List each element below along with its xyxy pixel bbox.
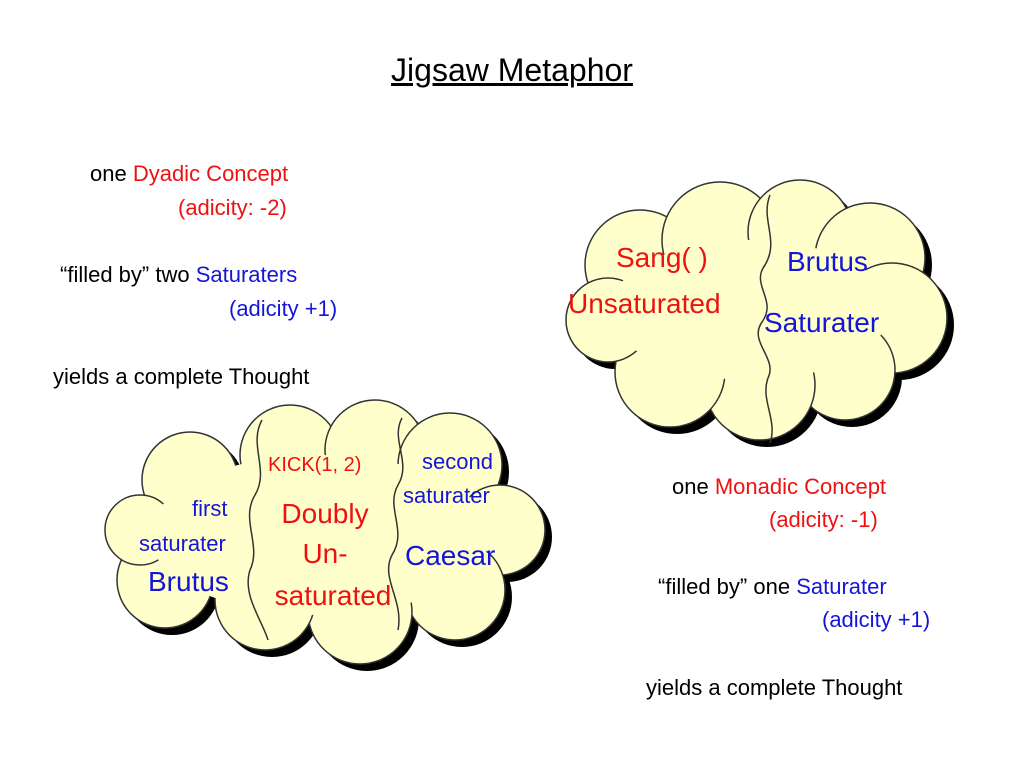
monadic-filled-prefix: “filled by” one xyxy=(658,574,797,599)
dyadic-adicity: (adicity: -2) xyxy=(178,195,287,220)
monadic-adicity: (adicity: -1) xyxy=(769,507,878,532)
monadic-line-3: “filled by” one Saturater xyxy=(658,576,887,598)
dyadic-saturater-adicity: (adicity +1) xyxy=(229,296,338,321)
dyadic-first-saturater-name: Brutus xyxy=(148,566,229,597)
monadic-cloud xyxy=(565,179,954,447)
monadic-saturater-term: Saturater xyxy=(796,574,887,599)
dyadic-right-seam xyxy=(387,417,404,631)
dyadic-line-1: one Dyadic Concept xyxy=(90,163,288,185)
dyadic-first-label: first xyxy=(192,496,228,521)
dyadic-un-label: Un- xyxy=(302,538,348,569)
monadic-line-1: one Monadic Concept xyxy=(672,476,886,498)
monadic-cloud-center-fill xyxy=(610,240,890,380)
dyadic-left-seam xyxy=(247,419,269,641)
dyadic-cloud-center-fill xyxy=(150,455,490,615)
page-title: Jigsaw Metaphor xyxy=(391,52,633,88)
monadic-saturater-label: Saturater xyxy=(764,307,880,338)
monadic-saturater-name: Brutus xyxy=(787,246,868,277)
monadic-concept-label: Sang( ) xyxy=(616,242,708,273)
dyadic-line1-prefix: one xyxy=(90,161,133,186)
monadic-conclusion: yields a complete Thought xyxy=(646,675,903,700)
monadic-saturater-adicity: (adicity +1) xyxy=(822,607,931,632)
dyadic-doubly-label: Doubly xyxy=(281,498,369,529)
monadic-unsaturated-label: Unsaturated xyxy=(568,288,721,319)
monadic-concept-term: Monadic Concept xyxy=(714,474,887,499)
dyadic-cloud xyxy=(104,399,552,671)
dyadic-first-saturater-label: saturater xyxy=(139,531,226,556)
dyadic-second-saturater-name: Caesar xyxy=(405,540,496,571)
dyadic-concept-label: KICK(1, 2) xyxy=(268,454,362,476)
monadic-jigsaw-seam xyxy=(757,194,773,444)
dyadic-saturated-label: saturated xyxy=(274,580,392,611)
dyadic-concept-term: Dyadic Concept xyxy=(132,161,289,186)
dyadic-conclusion: yields a complete Thought xyxy=(53,364,310,389)
dyadic-filled-prefix: “filled by” two xyxy=(60,262,196,287)
dyadic-saturaters-term: Saturaters xyxy=(195,262,298,287)
dyadic-second-label: second xyxy=(422,449,493,474)
dyadic-line-3: “filled by” two Saturaters xyxy=(60,264,297,286)
dyadic-second-saturater-label: saturater xyxy=(403,483,490,508)
monadic-line1-prefix: one xyxy=(672,474,715,499)
